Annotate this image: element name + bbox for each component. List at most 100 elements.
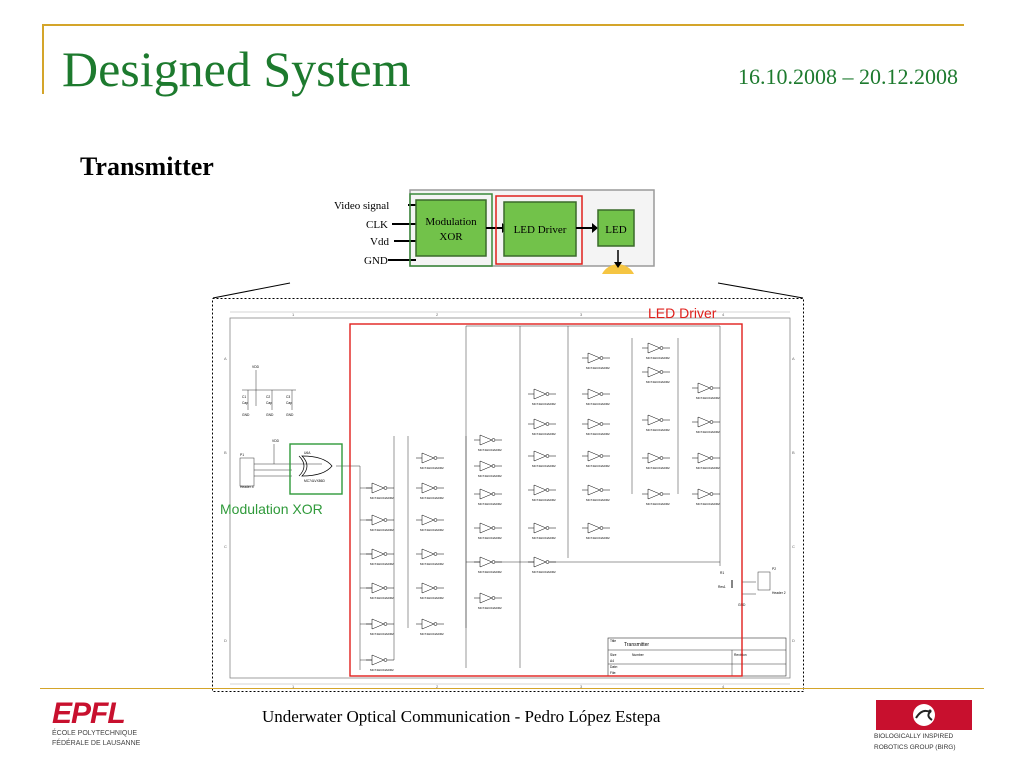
gate-part-label: MC74HC04ADR2 (478, 570, 502, 574)
modulation-xor-callout: Modulation XOR (220, 501, 323, 517)
svg-text:Date:: Date: (610, 665, 618, 669)
frame-top-rule (42, 24, 964, 26)
gate-part-label: MC74HC04ADR2 (420, 466, 444, 470)
birg-logo: BIOLOGICALLY INSPIRED ROBOTICS GROUP (BI… (874, 700, 974, 751)
svg-text:GND: GND (242, 413, 250, 417)
transmitter-schematic: 1 2 3 4 1 2 3 4 A B C D A B C D (212, 298, 804, 692)
led-driver-callout: LED Driver (648, 305, 717, 321)
gate-part-label: MC74HC04ADR2 (478, 502, 502, 506)
svg-text:Res1: Res1 (718, 585, 726, 589)
gate-part-label: MC74HC04ADR2 (420, 632, 444, 636)
gate-part-label: MC74HC04ADR2 (532, 402, 556, 406)
svg-text:C: C (224, 544, 227, 549)
gate-part-label: MC74HC04ADR2 (646, 466, 670, 470)
svg-text:File:: File: (610, 671, 616, 675)
inverter-bubble (383, 552, 388, 556)
gate-part-label: MC74HC04ADR2 (478, 606, 502, 610)
inverter-bubble (659, 492, 664, 496)
birg-logo-mark (876, 700, 972, 730)
svg-text:GND: GND (286, 413, 294, 417)
inverter-bubble (709, 386, 714, 390)
epfl-logo-mark: EPFL (52, 697, 126, 730)
gate-part-label: MC74HC04ADR2 (420, 528, 444, 532)
gate-part-label: MC74HC04ADR2 (370, 632, 394, 636)
gate-part-label: MC74HC04ADR2 (696, 466, 720, 470)
inverter-bubble (709, 456, 714, 460)
inverter-bubble (433, 518, 438, 522)
svg-text:3: 3 (580, 312, 583, 317)
inverter-bubble (433, 622, 438, 626)
inverter-bubble (433, 456, 438, 460)
gate-part-label: MC74HC04ADR2 (696, 502, 720, 506)
gate-part-label: MC74HC04ADR2 (586, 498, 610, 502)
inverter-bubble (545, 488, 550, 492)
gate-part-label: MC74HC04ADR2 (370, 596, 394, 600)
gate-part-label: MC74HC04ADR2 (478, 448, 502, 452)
inverter-bubble (383, 586, 388, 590)
inverter-bubble (599, 488, 604, 492)
birg-logo-sub-2: ROBOTICS GROUP (BIRG) (874, 744, 956, 751)
inverter-bubble (383, 486, 388, 490)
inverter-bubble (491, 526, 496, 530)
slide-date: 16.10.2008 – 20.12.2008 (738, 64, 958, 89)
gate-part-label: MC74HC04ADR2 (696, 430, 720, 434)
frame-left-rule (42, 24, 44, 94)
gate-part-label: MC74HC04ADR2 (420, 496, 444, 500)
svg-text:2: 2 (436, 684, 439, 689)
svg-text:B: B (224, 450, 227, 455)
svg-text:VDD: VDD (252, 365, 260, 369)
inverter-bubble (491, 560, 496, 564)
gate-part-label: MC74HC04ADR2 (420, 596, 444, 600)
inverter-bubble (659, 346, 664, 350)
inverter-bubble (491, 492, 496, 496)
gate-part-label: MC74HC04ADR2 (532, 570, 556, 574)
svg-text:2: 2 (436, 312, 439, 317)
modulation-line-2: XOR (439, 231, 463, 243)
inverter-bubble (491, 464, 496, 468)
xor-part-label: MC74LVX86D (304, 479, 325, 483)
gate-part-label: MC74HC04ADR2 (646, 428, 670, 432)
schematic-title-block-text: Transmitter (624, 642, 649, 648)
birg-logo-sub-1: BIOLOGICALLY INSPIRED (874, 733, 954, 740)
inverter-bubble (599, 422, 604, 426)
gate-part-label: MC74HC04ADR2 (586, 402, 610, 406)
gate-part-label: MC74HC04ADR2 (532, 536, 556, 540)
led-driver-block-label: LED Driver (514, 224, 567, 236)
modulation-xor-block (415, 199, 487, 257)
svg-text:4: 4 (722, 684, 725, 689)
gate-part-label: MC74HC04ADR2 (370, 528, 394, 532)
epfl-logo: EPFL ÉCOLE POLYTECHNIQUE FÉDÉRALE DE LAU… (52, 697, 162, 748)
svg-text:R1: R1 (720, 571, 724, 575)
svg-text:C: C (792, 544, 795, 549)
inverter-bubble (433, 486, 438, 490)
inverter-bubble (491, 596, 496, 600)
svg-text:U6A: U6A (304, 451, 311, 455)
inverter-bubble (709, 420, 714, 424)
input-gnd: GND (364, 255, 388, 267)
inverter-bubble (659, 418, 664, 422)
led-driver-highlight (349, 323, 743, 677)
slide-subtitle: Transmitter (80, 152, 214, 181)
gate-part-label: MC74HC04ADR2 (532, 464, 556, 468)
svg-text:P2: P2 (772, 567, 776, 571)
footer-text: Underwater Optical Communication - Pedro… (262, 707, 661, 726)
svg-text:4: 4 (722, 312, 725, 317)
svg-text:Title: Title (610, 639, 616, 643)
inverter-bubble (659, 456, 664, 460)
slide-title: Designed System (62, 41, 411, 97)
inverter-bubble (599, 454, 604, 458)
svg-text:C1: C1 (242, 395, 246, 399)
led-driver-block (503, 201, 577, 257)
input-vdd: Vdd (370, 236, 389, 248)
gate-part-label: MC74HC04ADR2 (586, 536, 610, 540)
svg-text:Revision: Revision (734, 653, 747, 657)
svg-text:1: 1 (292, 684, 295, 689)
footer-rule (40, 688, 984, 689)
svg-text:GND: GND (266, 413, 274, 417)
svg-text:3: 3 (580, 684, 583, 689)
inverter-bubble (545, 454, 550, 458)
gate-part-label: MC74HC04ADR2 (532, 498, 556, 502)
inverter-bubble (659, 370, 664, 374)
inverter-bubble (383, 622, 388, 626)
